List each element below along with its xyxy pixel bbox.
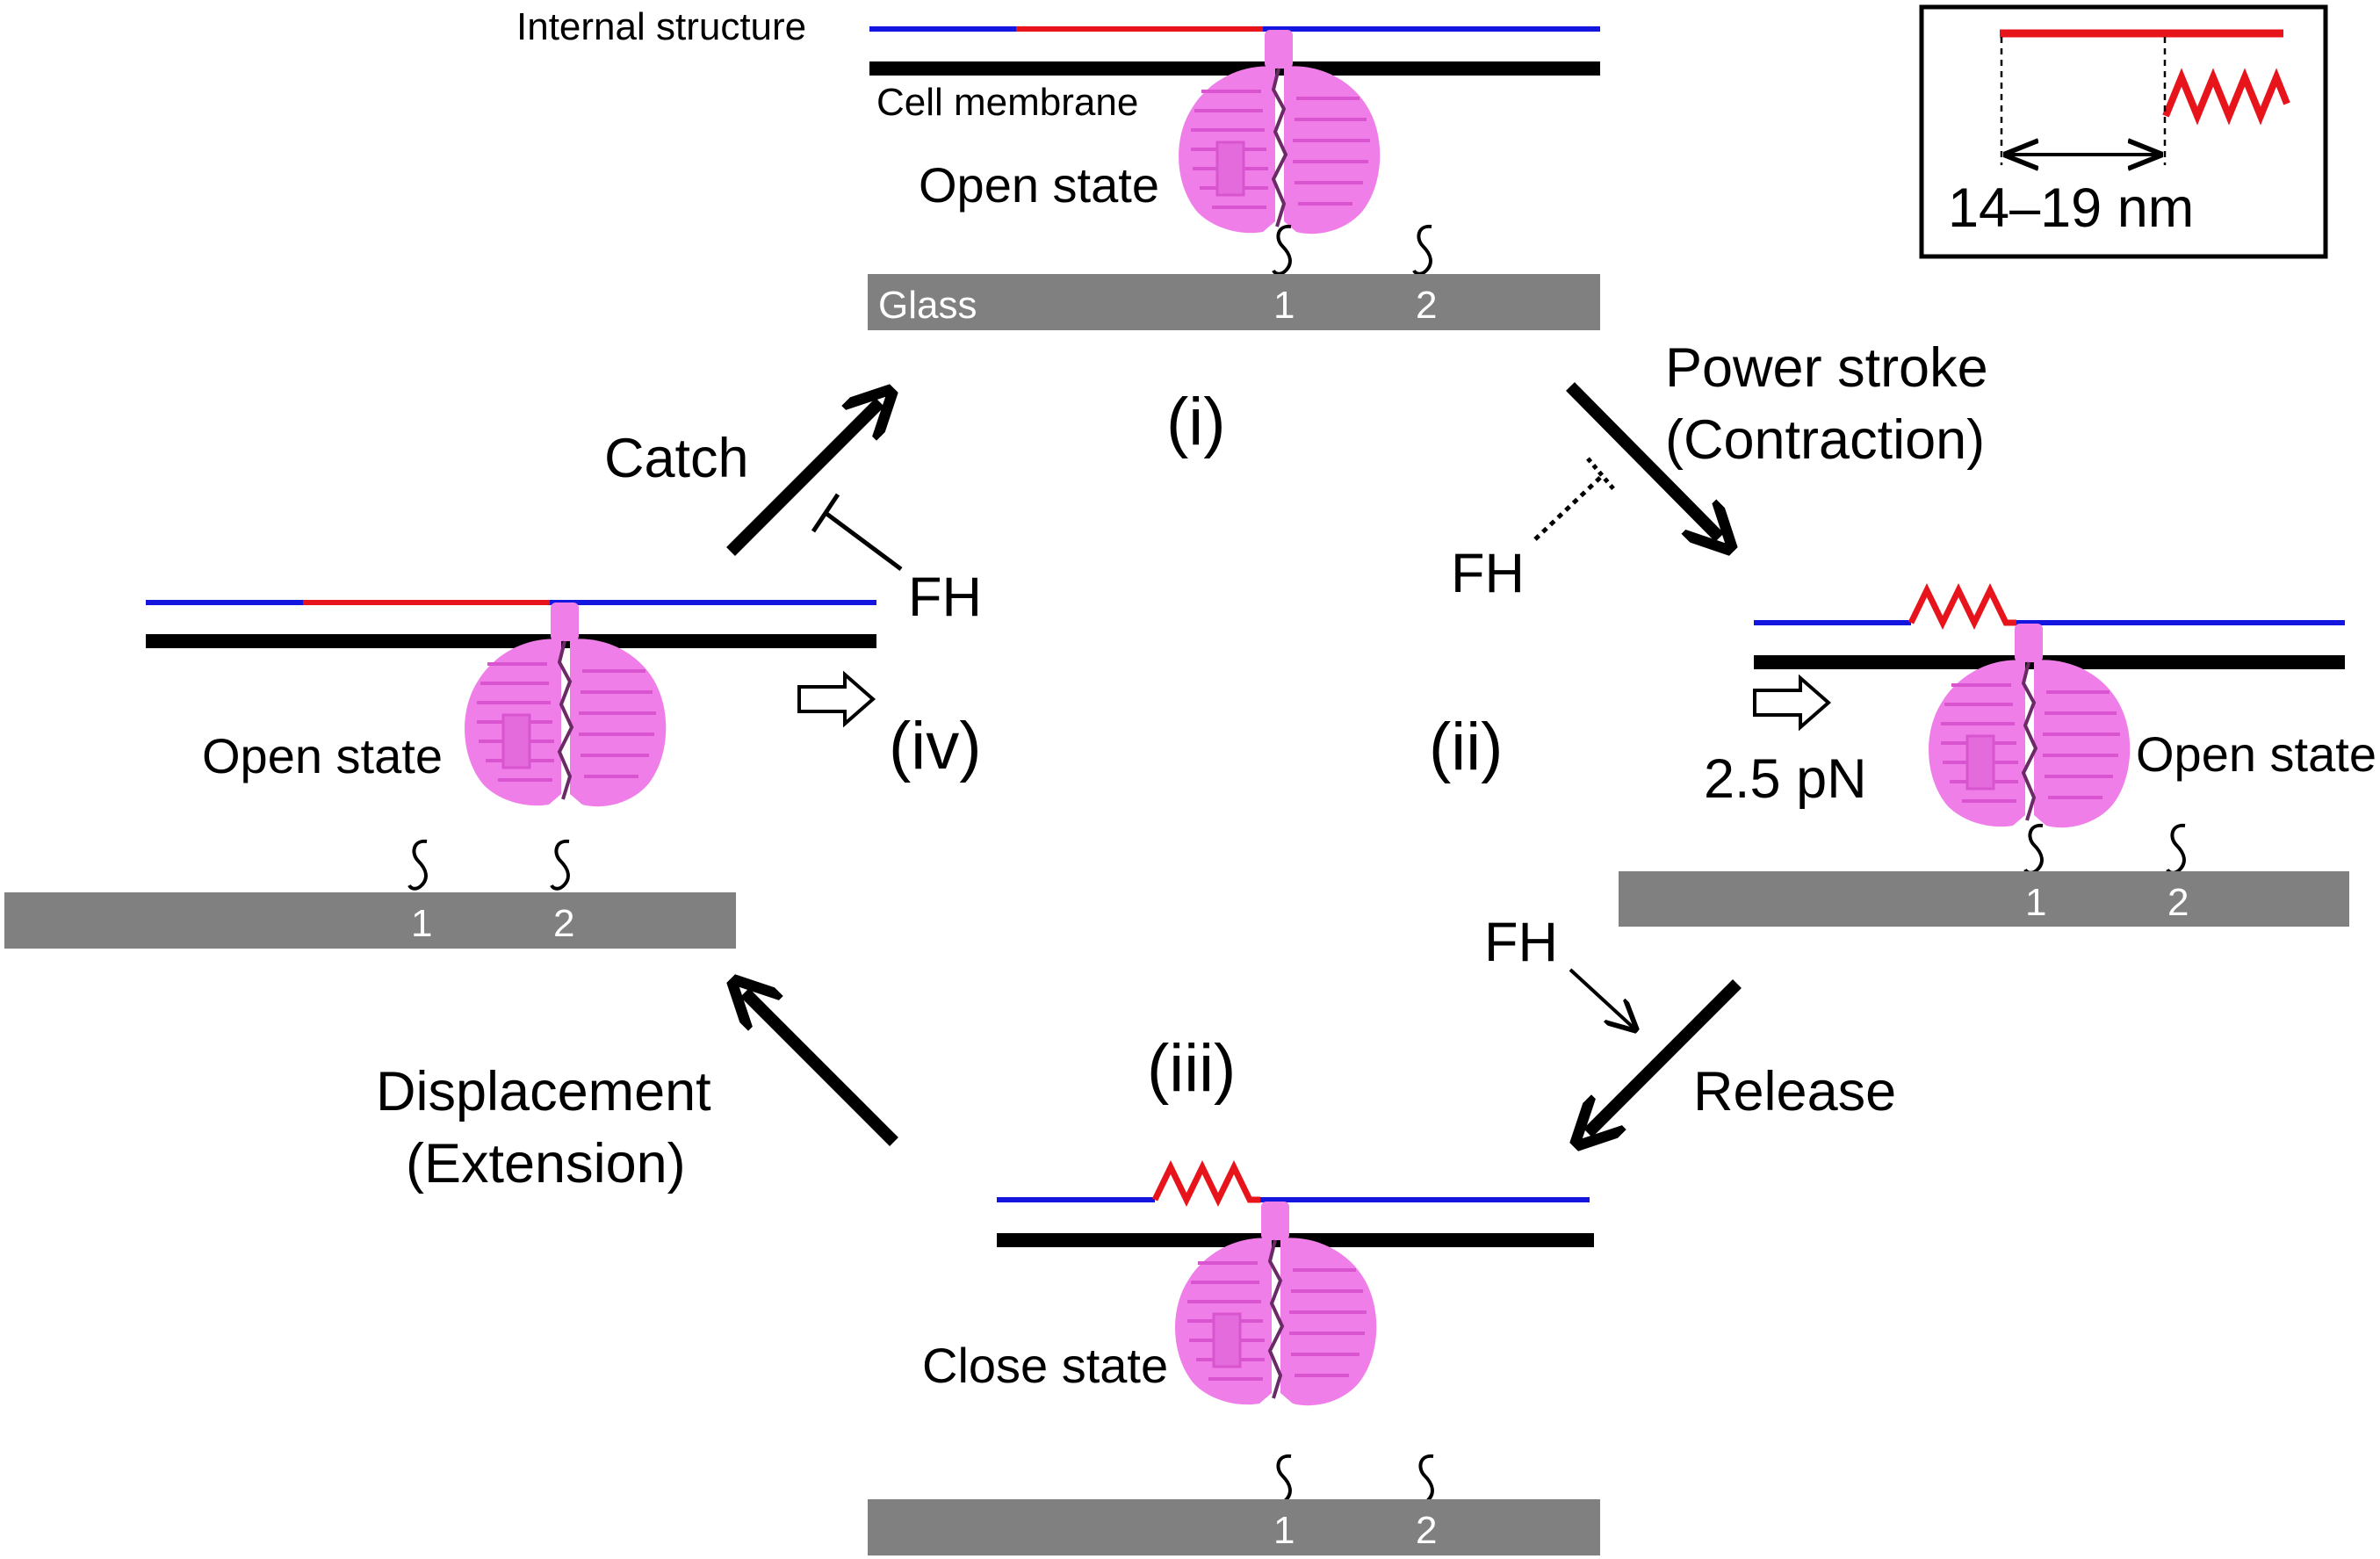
tether-icon-2	[2166, 823, 2187, 875]
glass-surface	[868, 274, 1600, 330]
power-stroke-transition: Power stroke (Contraction) FH	[1451, 337, 1988, 604]
site-1-label: 1	[411, 902, 432, 945]
protein-icon	[1177, 28, 1382, 236]
catch-inhibitor-label: FH	[908, 567, 982, 628]
glass-surface	[1619, 871, 2349, 927]
legend-frame	[1919, 4, 2328, 259]
site-2-label: 2	[1416, 284, 1437, 327]
displacement-arrow	[745, 992, 898, 1146]
power-stroke-inhibitor-line	[1533, 474, 1604, 541]
tether-icon-1	[2023, 823, 2045, 875]
force-arrow-icon	[797, 670, 876, 728]
site-1-label: 1	[1273, 284, 1295, 327]
tether-icon-1	[1272, 1454, 1293, 1505]
site-1-label: 1	[2025, 881, 2046, 924]
state-iii: (iii) Close state 1 2	[868, 1031, 1600, 1555]
state-label: Open state	[919, 157, 1159, 213]
protein-icon	[1927, 622, 2132, 830]
tether-icon-1	[1272, 224, 1293, 276]
tether-icon-1	[407, 839, 429, 891]
state-i: Internal structure Cell membrane Open st…	[516, 5, 1600, 459]
displacement-label: Displacement	[376, 1061, 711, 1122]
cell-membrane-label: Cell membrane	[876, 81, 1138, 124]
tether-icon-2	[1414, 1454, 1435, 1505]
internal-structure-spring-icon	[1151, 1159, 1260, 1208]
catch-transition: Catch FH	[604, 402, 982, 628]
site-2-label: 2	[1416, 1509, 1437, 1552]
power-stroke-inhibitor-label: FH	[1451, 543, 1525, 604]
release-arrow	[1588, 979, 1742, 1133]
catch-inhibitor-bar	[811, 493, 840, 533]
site-2-label: 2	[2167, 881, 2189, 924]
state-iii-roman: (iii)	[1147, 1031, 1236, 1106]
site-2-label: 2	[553, 902, 574, 945]
force-label: 2.5 pN	[1704, 748, 1867, 810]
legend-distance-label: 14–19 nm	[1948, 177, 2194, 239]
catch-inhibitor-line	[824, 510, 903, 572]
state-ii: 2.5 pN Open state 1 2 (ii)	[1429, 582, 2376, 927]
catch-arrow	[726, 402, 880, 556]
legend-spring-icon	[2162, 68, 2290, 126]
power-stroke-inhibitor-bar	[1586, 457, 1618, 494]
force-arrow-icon	[1753, 674, 1832, 732]
state-iv: Open state (iv) 1 2	[4, 600, 982, 949]
displacement-transition: Displacement (Extension)	[376, 992, 898, 1195]
release-label: Release	[1693, 1061, 1896, 1122]
protein-icon	[1173, 1200, 1379, 1408]
glass-label: Glass	[878, 284, 977, 327]
legend-box: 14–19 nm	[1919, 4, 2328, 259]
release-promoter-arrow	[1569, 968, 1635, 1029]
protein-icon	[463, 601, 668, 809]
extension-label: (Extension)	[406, 1133, 686, 1195]
release-promoter-label: FH	[1484, 912, 1558, 973]
tether-icon-2	[550, 839, 571, 891]
tether-icon-2	[1412, 224, 1433, 276]
state-ii-roman: (ii)	[1429, 710, 1503, 784]
state-label: Open state	[2136, 726, 2376, 782]
power-stroke-arrow	[1566, 382, 1720, 538]
glass-surface	[4, 892, 736, 949]
state-label: Close state	[922, 1338, 1168, 1393]
contraction-label: (Contraction)	[1665, 409, 1985, 471]
state-label: Open state	[202, 728, 443, 783]
state-i-roman: (i)	[1166, 385, 1226, 459]
site-1-label: 1	[1273, 1509, 1295, 1552]
release-transition: Release FH	[1484, 912, 1896, 1133]
internal-structure-label: Internal structure	[516, 5, 806, 48]
internal-structure-spring-icon	[1908, 582, 2016, 631]
glass-surface	[868, 1499, 1600, 1555]
catch-label: Catch	[604, 428, 749, 489]
state-iv-roman: (iv)	[889, 709, 982, 783]
power-stroke-label: Power stroke	[1665, 337, 1988, 399]
